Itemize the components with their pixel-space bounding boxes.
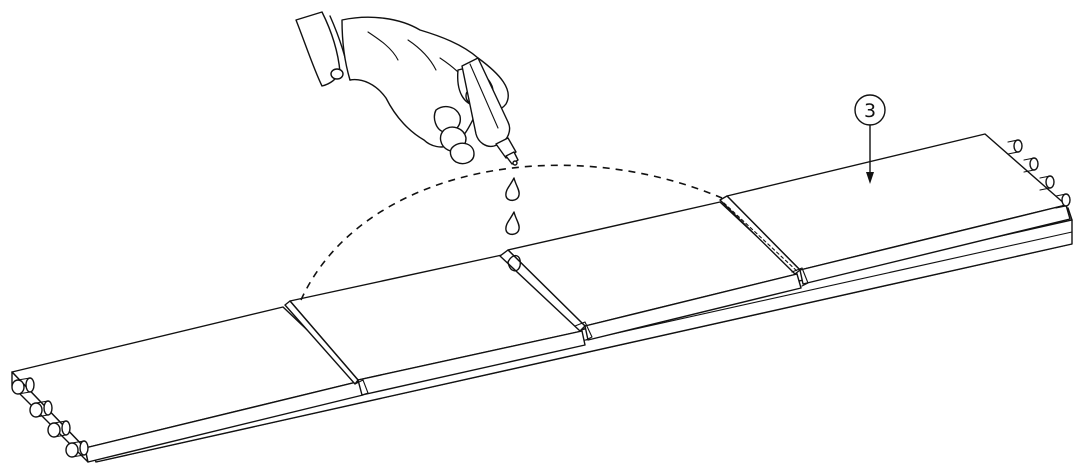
hand-with-glue-bottle bbox=[295, 11, 519, 166]
panel-4 bbox=[719, 133, 1071, 287]
adhesive-drops bbox=[505, 177, 520, 236]
panel-1-connectors bbox=[11, 377, 89, 458]
panel-3 bbox=[499, 201, 802, 341]
panel-2 bbox=[284, 254, 586, 396]
swing-path-arc bbox=[300, 164, 723, 301]
panel-4-connectors bbox=[1007, 139, 1071, 209]
callout-arrowhead bbox=[866, 172, 874, 184]
drop-icon bbox=[505, 177, 520, 202]
callout-3: 3 bbox=[854, 94, 886, 184]
adhesive-bead bbox=[507, 255, 521, 272]
callout-label: 3 bbox=[864, 100, 876, 122]
drop-icon bbox=[505, 211, 520, 236]
